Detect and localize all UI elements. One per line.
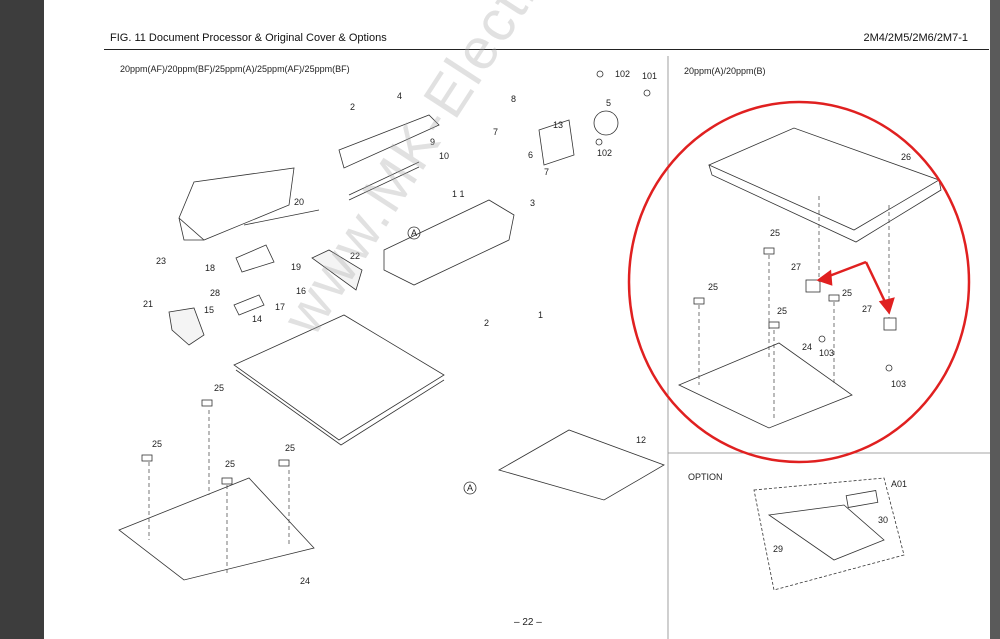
right-section-caption: 20ppm(A)/20ppm(B) [684, 66, 766, 76]
svg-text:A: A [411, 228, 417, 238]
part-5-motor [593, 110, 619, 136]
exploded-parts-diagram: 1 2 2 3 4 5 6 7 7 8 9 10 1 1 12 13 14 15… [118, 56, 990, 639]
part-24-glass-left [118, 477, 315, 581]
svg-text:5: 5 [606, 98, 611, 108]
svg-text:24: 24 [300, 576, 310, 586]
model-code: 2M4/2M5/2M6/2M7-1 [863, 32, 968, 44]
highlight-circle [627, 100, 971, 464]
svg-text:A01: A01 [891, 479, 907, 489]
svg-text:25: 25 [842, 288, 852, 298]
part-13-bracket [538, 119, 575, 166]
part-12-tray [497, 429, 665, 501]
svg-text:103: 103 [819, 348, 834, 358]
svg-text:25: 25 [777, 306, 787, 316]
svg-text:A: A [467, 483, 473, 493]
svg-text:24: 24 [802, 342, 812, 352]
svg-text:103: 103 [891, 379, 906, 389]
option-outline [753, 477, 905, 591]
svg-text:12: 12 [636, 435, 646, 445]
svg-text:25: 25 [708, 282, 718, 292]
part-20-shaft [243, 209, 320, 226]
svg-text:30: 30 [878, 515, 888, 525]
svg-text:26: 26 [901, 152, 911, 162]
page-number: – 22 – [514, 617, 542, 628]
svg-text:6: 6 [528, 150, 533, 160]
part-14-roller [233, 294, 265, 316]
svg-text:3: 3 [530, 198, 535, 208]
svg-text:17: 17 [275, 302, 285, 312]
svg-text:28: 28 [210, 288, 220, 298]
part-23-shape [178, 167, 295, 241]
part-27-hinge-a [805, 279, 821, 293]
svg-text:27: 27 [791, 262, 801, 272]
svg-text:7: 7 [493, 127, 498, 137]
pad-25 [201, 399, 213, 407]
svg-text:2: 2 [484, 318, 489, 328]
highlight-arrows [816, 260, 895, 315]
part-27-hinge-b [883, 317, 897, 331]
right-scrollbar[interactable] [990, 0, 1000, 639]
part-26-cover [708, 127, 940, 231]
svg-text:18: 18 [205, 263, 215, 273]
svg-text:14: 14 [252, 314, 262, 324]
svg-text:27: 27 [862, 304, 872, 314]
screw-101 [643, 89, 651, 97]
part-29-shape [767, 504, 885, 561]
svg-text:8: 8 [511, 94, 516, 104]
svg-text:25: 25 [152, 439, 162, 449]
part-24-glass-right [678, 342, 853, 429]
option-caption: OPTION [688, 472, 723, 482]
svg-text:25: 25 [770, 228, 780, 238]
svg-text:15: 15 [204, 305, 214, 315]
svg-text:4: 4 [397, 91, 402, 101]
callout-2: 2 [350, 102, 355, 112]
screw-102 [596, 70, 604, 78]
svg-text:101: 101 [642, 71, 657, 81]
svg-text:20: 20 [294, 197, 304, 207]
svg-text:102: 102 [597, 148, 612, 158]
svg-text:19: 19 [291, 262, 301, 272]
svg-text:7: 7 [544, 167, 549, 177]
svg-text:23: 23 [156, 256, 166, 266]
figure-title: FIG. 11 Document Processor & Original Co… [110, 32, 387, 44]
svg-text:25: 25 [214, 383, 224, 393]
header-rule [104, 49, 989, 50]
part-18-shape [235, 244, 275, 273]
tray-base [233, 314, 445, 441]
left-window-edge [0, 0, 44, 639]
svg-text:22: 22 [350, 251, 360, 261]
svg-text:21: 21 [143, 299, 153, 309]
document-page: FIG. 11 Document Processor & Original Co… [44, 0, 990, 639]
svg-text:102: 102 [615, 69, 630, 79]
svg-text:25: 25 [285, 443, 295, 453]
part-30-shape [845, 490, 879, 508]
svg-text:16: 16 [296, 286, 306, 296]
svg-text:13: 13 [553, 120, 563, 130]
svg-text:29: 29 [773, 544, 783, 554]
svg-text:9: 9 [430, 137, 435, 147]
part-21-shape [168, 307, 205, 346]
svg-text:1 1: 1 1 [452, 189, 465, 199]
screw-103 [818, 335, 826, 343]
left-section-caption: 20ppm(AF)/20ppm(BF)/25ppm(A)/25ppm(AF)/2… [120, 64, 350, 74]
part-22-guide [311, 249, 363, 291]
svg-text:10: 10 [439, 151, 449, 161]
part-main-frame [338, 114, 440, 169]
callout-1: 1 [538, 310, 543, 320]
svg-text:25: 25 [225, 459, 235, 469]
part-9-bar [348, 161, 420, 196]
part-3-chassis [383, 199, 515, 286]
